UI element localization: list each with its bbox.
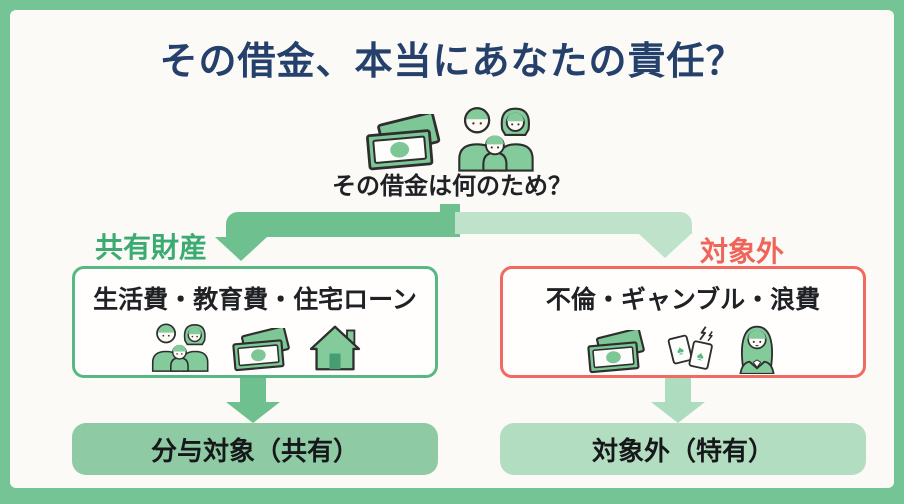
debt-purpose-icons [10, 102, 894, 172]
money-icon [585, 330, 647, 374]
infographic-panel: その借金、本当にあなたの責任？ [10, 10, 894, 488]
money-icon [363, 114, 443, 172]
page-title: その借金、本当にあなたの責任？ [159, 41, 745, 83]
right-category-box: 不倫・ギャンブル・浪費 [500, 266, 866, 378]
left-category-title: 生活費・教育費・住宅ローン [93, 286, 417, 314]
left-result-label: 分与対象（共有） [150, 435, 359, 466]
right-down-arrow-shaft [665, 378, 691, 404]
left-category-icons [148, 320, 362, 372]
left-result-box: 分与対象（共有） [72, 423, 438, 475]
right-down-arrowhead-icon [651, 402, 705, 423]
right-branch-arrowhead-icon [639, 234, 691, 258]
house-icon [308, 324, 362, 372]
flow-bar-right [455, 212, 692, 234]
woman-icon [733, 320, 781, 374]
flow-bar-left [226, 212, 460, 237]
left-category-box: 生活費・教育費・住宅ローン [72, 266, 438, 378]
right-result-label: 対象外（特有） [591, 435, 774, 466]
right-category-title: 不倫・ギャンブル・浪費 [545, 286, 821, 314]
right-result-box: 対象外（特有） [500, 423, 866, 475]
family-icon [148, 320, 214, 372]
left-down-arrowhead-icon [226, 402, 280, 423]
left-down-arrow-shaft [240, 378, 266, 404]
money-icon [230, 328, 292, 372]
svg-text:♠: ♠ [675, 342, 685, 358]
left-branch-label: 共有財産 [95, 232, 208, 263]
family-icon [453, 102, 541, 172]
svg-text:♠: ♠ [696, 348, 706, 364]
right-branch-label: 対象外 [700, 236, 785, 267]
left-branch-arrowhead-icon [215, 237, 267, 261]
playing-cards-icon: ♠ ♠ [663, 324, 717, 374]
question-text: その借金は何のため？ [332, 173, 572, 200]
right-category-icons: ♠ ♠ [585, 320, 781, 374]
